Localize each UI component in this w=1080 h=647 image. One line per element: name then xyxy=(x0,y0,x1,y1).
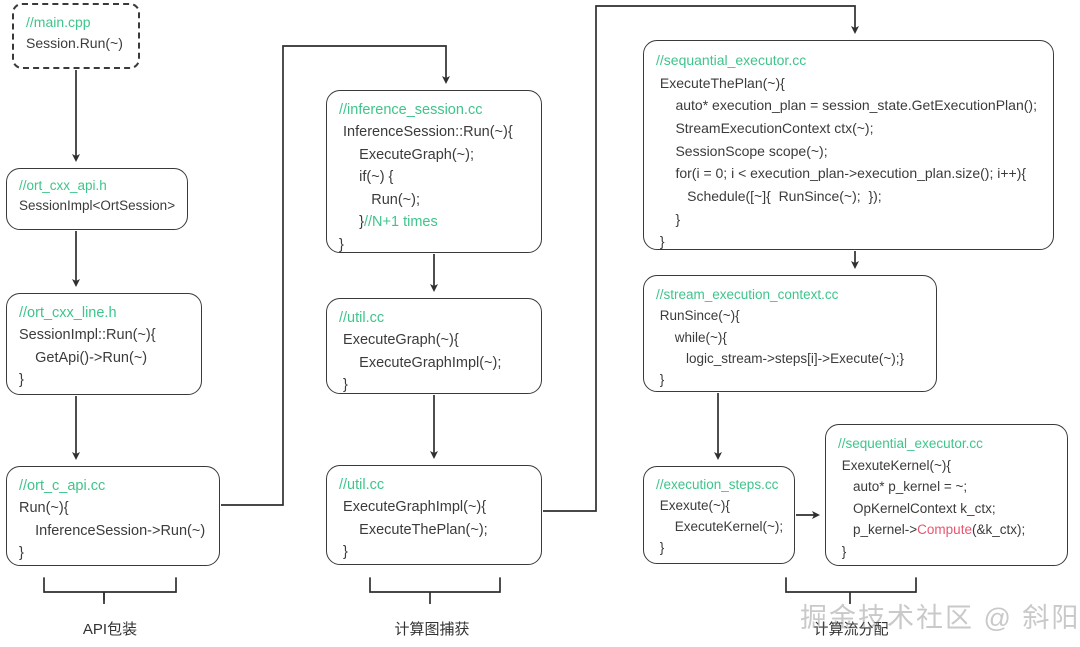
node-sequantial-executor-cc-comment: //sequantial_executor.cc xyxy=(656,52,807,68)
node-sequantial-executor-cc-line-0: ExecuteThePlan(~){ xyxy=(656,74,785,91)
node-stream-execution-context-cc[interactable]: //stream_execution_context.cc RunSince(~… xyxy=(643,275,937,392)
node-sequantial-executor-cc-line-3: SessionScope scope(~); xyxy=(656,142,828,159)
node-ort-cxx-line-h[interactable]: //ort_cxx_line.h SessionImpl::Run(~){ Ge… xyxy=(6,293,202,395)
node-sequantial-executor-cc-line-5: Schedule([~]{ RunSince(~); }); xyxy=(656,188,882,205)
node-inference-session-cc-line-2: if(~) { xyxy=(339,169,394,186)
node-sequential-executor-cc-kernel-call-prefix: p_kernel-> xyxy=(838,522,918,538)
node-sequential-executor-cc-kernel-line-0: ExexuteKernel(~){ xyxy=(838,457,951,473)
node-ort-cxx-api-h-comment: //ort_cxx_api.h xyxy=(19,178,107,193)
node-util-cc-execute-graph-impl[interactable]: //util.cc ExecuteGraphImpl(~){ ExecuteTh… xyxy=(326,465,542,565)
node-util-cc-execute-graph[interactable]: //util.cc ExecuteGraph(~){ ExecuteGraphI… xyxy=(326,298,542,394)
node-execution-steps-cc-line-2: } xyxy=(656,539,665,555)
node-ort-c-api-cc-comment: //ort_c_api.cc xyxy=(19,478,106,494)
node-inference-session-cc-comment: //inference_session.cc xyxy=(339,102,483,118)
node-ort-cxx-line-h-line-2: } xyxy=(19,372,24,389)
node-execution-steps-cc-comment: //execution_steps.cc xyxy=(656,477,779,492)
node-ort-cxx-api-h-line-0: SessionImpl<OrtSession> xyxy=(19,198,176,214)
node-sequantial-executor-cc[interactable]: //sequantial_executor.cc ExecuteThePlan(… xyxy=(643,40,1054,250)
node-stream-execution-context-cc-comment: //stream_execution_context.cc xyxy=(656,287,839,302)
node-stream-execution-context-cc-line-3: } xyxy=(656,372,665,388)
node-inference-session-cc-line-1: ExecuteGraph(~); xyxy=(339,146,474,163)
node-inference-session-cc-line-4: } xyxy=(339,214,364,231)
node-execution-steps-cc-line-1: ExecuteKernel(~); xyxy=(656,518,784,534)
node-sequential-executor-cc-kernel-line-2: OpKernelContext k_ctx; xyxy=(838,500,996,516)
node-sequential-executor-cc-kernel-close: } xyxy=(838,543,847,559)
node-ort-c-api-cc-line-1: InferenceSession->Run(~) xyxy=(19,522,206,539)
node-sequantial-executor-cc-line-1: auto* execution_plan = session_state.Get… xyxy=(656,97,1037,114)
node-util-cc-execute-graph-comment: //util.cc xyxy=(339,310,385,326)
node-ort-c-api-cc-line-2: } xyxy=(19,545,24,562)
node-execution-steps-cc[interactable]: //execution_steps.cc Exexute(~){ Execute… xyxy=(643,466,795,564)
node-util-cc-execute-graph-impl-line-0: ExecuteGraphImpl(~){ xyxy=(339,499,487,516)
node-sequantial-executor-cc-line-6: } xyxy=(656,210,681,227)
node-sequential-executor-cc-kernel-compute-call: Compute xyxy=(917,522,972,538)
node-main-cpp-line-0: Session.Run(~) xyxy=(26,35,123,51)
node-sequential-executor-cc-kernel[interactable]: //sequential_executor.cc ExexuteKernel(~… xyxy=(825,424,1068,566)
node-stream-execution-context-cc-line-1: while(~){ xyxy=(656,329,727,345)
node-ort-cxx-line-h-comment: //ort_cxx_line.h xyxy=(19,305,117,321)
node-stream-execution-context-cc-line-2: logic_stream->steps[i]->Execute(~);} xyxy=(656,350,904,366)
node-inference-session-cc-line-3: Run(~); xyxy=(339,191,420,208)
node-main-cpp-comment: //main.cpp xyxy=(26,14,91,30)
node-inference-session-cc-trailing-comment: //N+1 times xyxy=(364,214,438,231)
node-util-cc-execute-graph-impl-comment: //util.cc xyxy=(339,477,385,493)
node-ort-cxx-api-h[interactable]: //ort_cxx_api.h SessionImpl<OrtSession> xyxy=(6,168,188,230)
node-ort-cxx-line-h-line-0: SessionImpl::Run(~){ xyxy=(19,327,156,344)
group-label-graph-capture: 计算图捕获 xyxy=(394,621,470,638)
group-label-api-wrapper: API包装 xyxy=(82,621,138,638)
node-ort-cxx-line-h-line-1: GetApi()->Run(~) xyxy=(19,349,148,366)
node-ort-c-api-cc[interactable]: //ort_c_api.cc Run(~){ InferenceSession-… xyxy=(6,466,220,566)
node-util-cc-execute-graph-line-0: ExecuteGraph(~){ xyxy=(339,332,459,349)
node-inference-session-cc[interactable]: //inference_session.cc InferenceSession:… xyxy=(326,90,542,253)
node-util-cc-execute-graph-line-1: ExecuteGraphImpl(~); xyxy=(339,354,502,371)
node-execution-steps-cc-line-0: Exexute(~){ xyxy=(656,497,730,513)
node-sequantial-executor-cc-line-2: StreamExecutionContext ctx(~); xyxy=(656,120,874,137)
node-main-cpp[interactable]: //main.cpp Session.Run(~) xyxy=(12,3,140,69)
node-sequantial-executor-cc-line-4: for(i = 0; i < execution_plan->execution… xyxy=(656,165,1027,182)
node-util-cc-execute-graph-impl-line-2: } xyxy=(339,544,348,561)
node-util-cc-execute-graph-line-2: } xyxy=(339,377,348,394)
node-util-cc-execute-graph-impl-line-1: ExecuteThePlan(~); xyxy=(339,521,488,538)
node-sequantial-executor-cc-line-7: } xyxy=(656,233,665,250)
node-sequential-executor-cc-kernel-call-suffix: (&k_ctx); xyxy=(971,522,1026,538)
group-label-stream-dispatch: 计算流分配 xyxy=(813,621,889,638)
node-ort-c-api-cc-line-0: Run(~){ xyxy=(19,500,69,517)
node-inference-session-cc-line-0: InferenceSession::Run(~){ xyxy=(339,124,513,141)
node-inference-session-cc-close: } xyxy=(339,236,344,253)
node-sequential-executor-cc-kernel-comment: //sequential_executor.cc xyxy=(838,436,983,451)
node-sequential-executor-cc-kernel-line-1: auto* p_kernel = ~; xyxy=(838,479,968,495)
node-stream-execution-context-cc-line-0: RunSince(~){ xyxy=(656,308,740,324)
